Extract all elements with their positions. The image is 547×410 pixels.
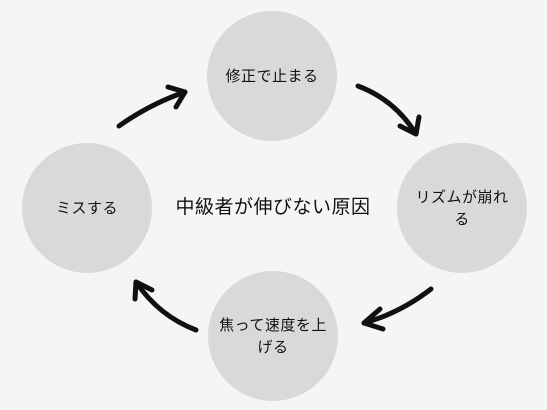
- arrow-top-to-right: [355, 83, 422, 137]
- cycle-node-top: 修正で止まる: [207, 11, 337, 141]
- arrow-bottom-to-left: [132, 279, 199, 333]
- arrow-left-to-top: [116, 84, 188, 129]
- cycle-node-bottom-label: 焦って速度を上げる: [219, 316, 327, 356]
- arrow-right-to-bottom: [361, 286, 434, 332]
- cycle-node-left: ミスする: [22, 143, 152, 273]
- cycle-node-bottom: 焦って速度を上げる: [208, 271, 338, 401]
- diagram-center-title: 中級者が伸びない原因: [175, 196, 371, 218]
- cycle-node-right: リズムが崩れる: [397, 143, 527, 273]
- cycle-node-left-label: ミスする: [55, 199, 118, 217]
- cycle-node-top-label: 修正で止まる: [225, 67, 319, 85]
- cycle-node-right-label: リズムが崩れる: [415, 188, 509, 228]
